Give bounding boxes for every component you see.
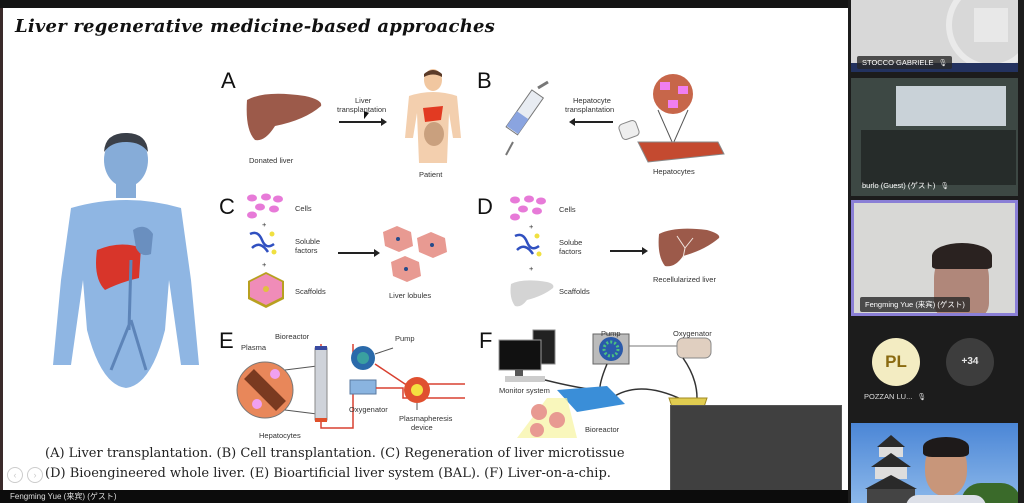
- d-scaffolds-label: Scaffolds: [559, 287, 590, 296]
- human-body-illustration: [53, 133, 199, 388]
- participant-tile-stocco[interactable]: STOCCO GABRIELE 🎙: [851, 0, 1018, 72]
- panel-b-letter: B: [477, 68, 492, 93]
- c-plus-2: +: [262, 260, 267, 269]
- pump-label-e: Pump: [395, 334, 415, 343]
- d-arrow: [610, 247, 648, 255]
- participant-avatar-pl[interactable]: PL: [872, 338, 920, 386]
- hepatocytes-label: Hepatocytes: [653, 167, 695, 176]
- classroom-window: [896, 86, 1006, 126]
- speaker-shirt: [906, 495, 986, 503]
- participant-name-tag: STOCCO GABRIELE 🎙: [857, 56, 953, 69]
- d-cells-icon: [510, 195, 546, 221]
- participant-name: POZZAN LU...: [864, 392, 913, 401]
- donated-liver-label: Donated liver: [249, 156, 294, 165]
- plasma-label: Plasma: [241, 343, 267, 352]
- c-factors-label-2: factors: [295, 246, 318, 255]
- university-seal-watermark: [946, 0, 1018, 70]
- muted-mic-icon: 🎙: [917, 394, 927, 401]
- patient-figure: [405, 69, 461, 163]
- muted-mic-icon: 🎙: [940, 183, 950, 190]
- participant-gallery: STOCCO GABRIELE 🎙 burlo (Guest) (ゲスト) 🎙 Fe…: [848, 0, 1024, 503]
- hepatocyte-transplant-label-2: transplantation: [565, 105, 615, 114]
- slide-title: Liver regenerative medicine-based approa…: [15, 16, 495, 37]
- d-plus-1: +: [529, 222, 534, 231]
- more-participants-count: +34: [961, 356, 979, 367]
- recellularized-liver-icon: [658, 228, 720, 267]
- oxygenator-label-f: Oxygenator: [673, 329, 712, 338]
- hair: [932, 243, 992, 269]
- liver-lobules-label: Liver lobules: [389, 291, 432, 300]
- bioreactor-label-f: Bioreactor: [585, 425, 620, 434]
- caption-line-2: (D) Bioengineered whole liver. (E) Bioar…: [45, 466, 611, 481]
- scaffold-icon: [248, 272, 284, 308]
- pump-label-f: Pump: [601, 329, 621, 338]
- c-arrow: [338, 249, 380, 257]
- participant-name: STOCCO GABRIELE: [862, 58, 934, 67]
- participant-name-tag: burlo (Guest) (ゲスト) 🎙: [857, 178, 954, 193]
- d-factors-label-2: factors: [559, 247, 582, 256]
- mouse-cursor: [364, 111, 369, 121]
- recellularized-liver-label: Recellularized liver: [653, 275, 716, 284]
- d-cells-label: Cells: [559, 205, 576, 214]
- c-cells-label: Cells: [295, 204, 312, 213]
- d-plus-2: +: [529, 264, 534, 273]
- syringe-icon: [505, 80, 549, 156]
- liver-on-chip-diagram: [498, 329, 712, 438]
- participant-name: Fengming Yue (来宾) (ゲスト): [865, 300, 965, 309]
- liver-transplant-label-2: transplantation: [337, 105, 387, 114]
- participant-tile-burlo[interactable]: burlo (Guest) (ゲスト) 🎙: [851, 78, 1018, 196]
- d-soluble-factors-icon: [514, 233, 542, 257]
- classroom-audience: [861, 130, 1016, 185]
- participant-name: burlo (Guest) (ゲスト): [862, 181, 936, 190]
- donated-liver-icon: [246, 93, 322, 141]
- hepatocytes-label-e: Hepatocytes: [259, 431, 301, 440]
- avatar-initials: PL: [885, 352, 907, 371]
- panel-f-letter: F: [479, 328, 493, 353]
- speaker-hair: [923, 437, 969, 457]
- liver-transplant-label-1: Liver: [355, 96, 372, 105]
- c-factors-label-1: Soluble: [295, 237, 321, 246]
- prev-slide-button[interactable]: ‹: [7, 467, 23, 483]
- panel-c-letter: C: [219, 194, 235, 219]
- muted-mic-icon: 🎙: [938, 60, 948, 67]
- transplant-arrow: [339, 118, 387, 126]
- patient-label: Patient: [419, 170, 443, 179]
- panel-e-letter: E: [219, 328, 234, 353]
- caption-line-1: (A) Liver transplantation. (B) Cell tran…: [45, 446, 625, 461]
- oxygenator-label-e: Oxygenator: [349, 405, 388, 414]
- plasmapheresis-label-1: Plasmapheresis: [399, 414, 453, 423]
- liver-lobules-icon: [383, 226, 447, 282]
- cells-icon: [247, 193, 283, 219]
- shared-slide: Liver regenerative medicine-based approa…: [0, 8, 848, 490]
- hepatocyte-arrow: [569, 118, 613, 126]
- floating-video-placeholder[interactable]: [670, 405, 842, 490]
- presenter-name: Fengming Yue (来宾) (ゲスト): [10, 492, 117, 501]
- bioreactor-label: Bioreactor: [275, 332, 310, 341]
- hepatocyte-transplant-label-1: Hepatocyte: [573, 96, 611, 105]
- participant-name-pozzan: POZZAN LU... 🎙: [864, 392, 926, 401]
- soluble-factors-icon: [249, 231, 277, 255]
- bottom-bar: Fengming Yue (来宾) (ゲスト): [0, 490, 848, 503]
- participant-name-tag: Fengming Yue (来宾) (ゲスト): [860, 297, 970, 312]
- monitor-system-label: Monitor system: [499, 386, 550, 395]
- participant-tile-castle[interactable]: [851, 423, 1018, 503]
- plasmapheresis-label-2: device: [411, 423, 433, 432]
- d-factors-label-1: Solube: [559, 238, 583, 247]
- culture-flask-icon: [618, 74, 725, 163]
- panel-d-letter: D: [477, 194, 493, 219]
- panel-a-letter: A: [221, 68, 236, 93]
- castle-background: [865, 435, 917, 503]
- more-participants-button[interactable]: +34: [946, 338, 994, 386]
- participant-tile-fengming-active[interactable]: Fengming Yue (来宾) (ゲスト): [851, 200, 1018, 316]
- slide-caption: (A) Liver transplantation. (B) Cell tran…: [45, 444, 625, 484]
- c-plus-1: +: [262, 220, 267, 229]
- next-slide-button[interactable]: ›: [27, 467, 43, 483]
- d-scaffold-liver-icon: [510, 280, 554, 307]
- bal-system-diagram: [236, 344, 465, 429]
- c-scaffolds-label: Scaffolds: [295, 287, 326, 296]
